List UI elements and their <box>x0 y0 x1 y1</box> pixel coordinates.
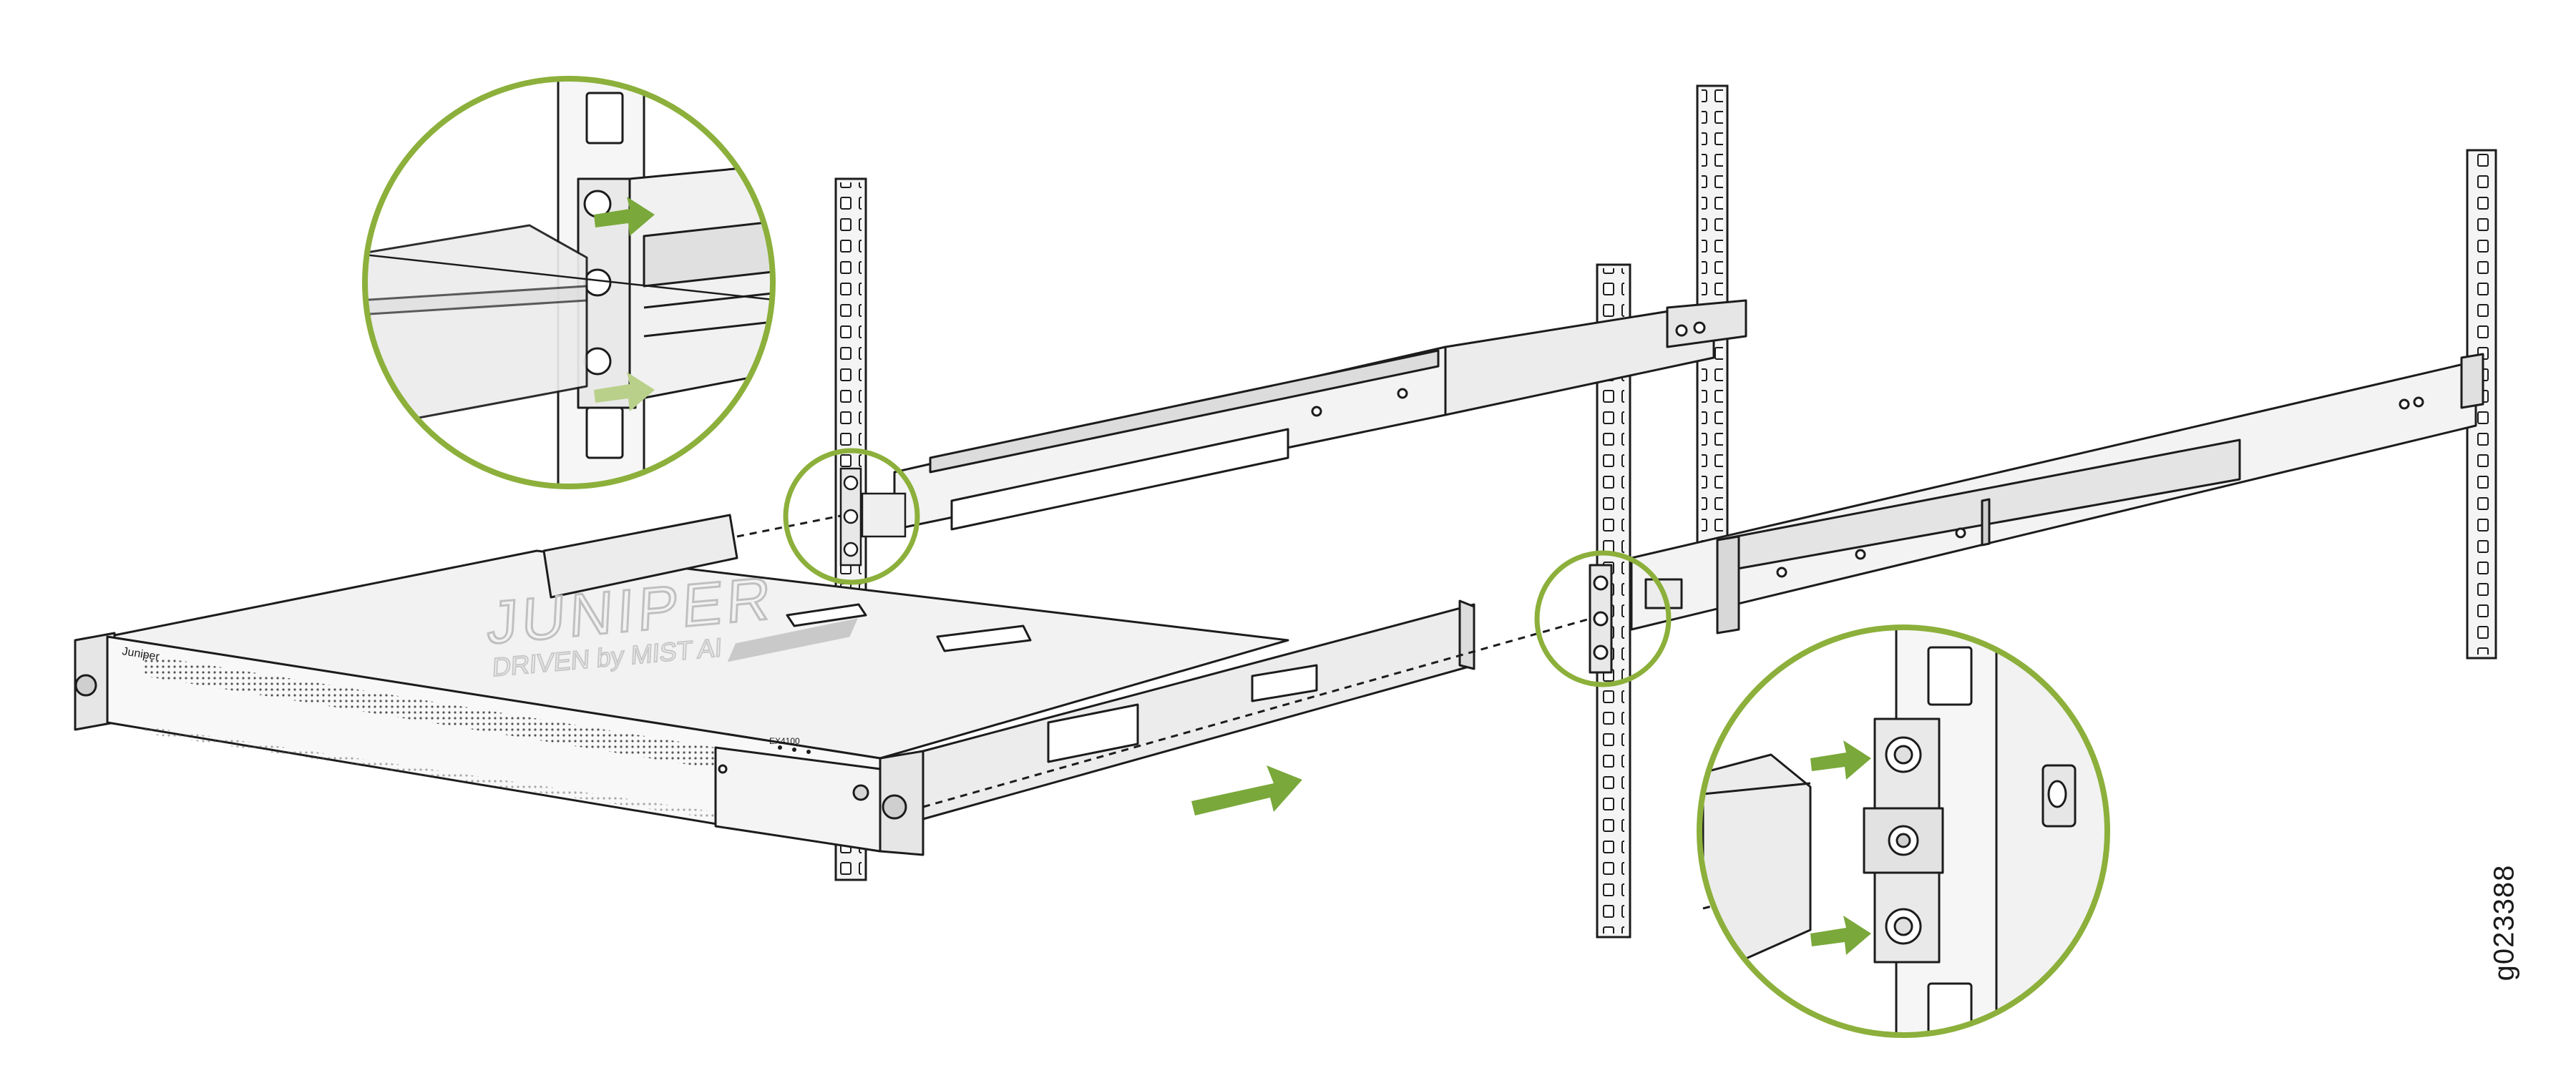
arrow-right-icon <box>594 372 655 411</box>
detail-callout-top-left <box>362 76 776 489</box>
slide-rail-right <box>1589 353 2484 674</box>
arrow-right-icon <box>1810 740 1871 780</box>
figure-id-label: g023388 <box>2462 844 2547 1001</box>
arrow-right-icon <box>1810 916 1871 955</box>
left-post-bracket <box>839 467 907 567</box>
callout-marker-right <box>1534 550 1672 687</box>
figure-id-text: g023388 <box>2488 864 2520 981</box>
switch-chassis <box>74 514 1475 856</box>
callout-marker-left <box>783 448 920 585</box>
slide-rail-left <box>893 299 1747 531</box>
arrow-right-icon <box>1191 765 1302 815</box>
alignment-guides <box>736 512 1897 910</box>
detail-callout-bottom-right <box>1697 624 2110 1038</box>
arrow-right-icon <box>594 197 655 236</box>
model-label: EX4100 <box>769 736 800 746</box>
